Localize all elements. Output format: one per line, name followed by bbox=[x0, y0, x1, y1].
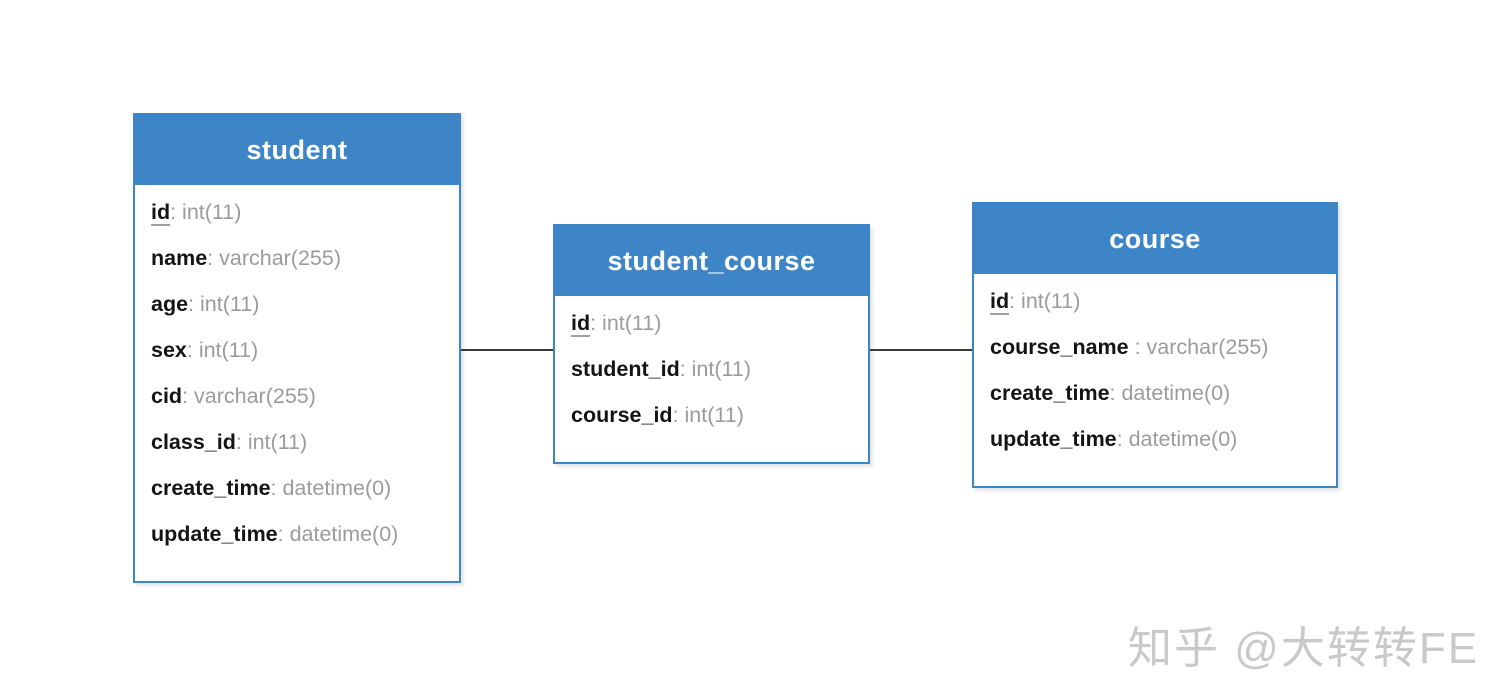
field-type: : int(11) bbox=[235, 430, 308, 454]
field-name: create_time bbox=[151, 476, 271, 500]
field-type: : datetime(0) bbox=[1109, 381, 1231, 405]
field-type: : int(11) bbox=[679, 357, 751, 381]
watermark: 知乎 @大转转FE bbox=[1128, 624, 1480, 673]
field-name: cid bbox=[151, 384, 183, 408]
field-type: : varchar(255) bbox=[182, 384, 316, 408]
field-name: update_time bbox=[990, 427, 1117, 451]
field-name: name bbox=[151, 246, 208, 270]
table-course[interactable]: course id: int(11) course_name : varchar… bbox=[972, 202, 1338, 488]
field-type: : int(11) bbox=[590, 311, 662, 335]
field-row[interactable]: student_id: int(11) bbox=[555, 346, 868, 392]
table-course-body: id: int(11) course_name : varchar(255) c… bbox=[974, 274, 1336, 486]
field-name: create_time bbox=[990, 381, 1110, 405]
field-row[interactable]: create_time: datetime(0) bbox=[135, 465, 459, 511]
table-student-course-body: id: int(11) student_id: int(11) course_i… bbox=[555, 296, 868, 462]
table-student-course-header: student_course bbox=[555, 226, 868, 296]
field-type: : int(11) bbox=[186, 338, 259, 362]
field-row[interactable]: id: int(11) bbox=[974, 278, 1336, 324]
field-row[interactable]: class_id: int(11) bbox=[135, 419, 459, 465]
field-name: course_name bbox=[990, 335, 1129, 359]
field-row[interactable]: id: int(11) bbox=[135, 189, 459, 235]
field-row[interactable]: sex: int(11) bbox=[135, 327, 459, 373]
field-type: : int(11) bbox=[188, 292, 260, 316]
table-student[interactable]: student id: int(11) name: varchar(255) a… bbox=[133, 113, 461, 583]
field-type: : datetime(0) bbox=[270, 476, 392, 500]
field-name: sex bbox=[151, 338, 187, 362]
field-row[interactable]: course_name : varchar(255) bbox=[974, 324, 1336, 370]
field-name: id bbox=[571, 311, 591, 335]
field-row[interactable]: id: int(11) bbox=[555, 300, 868, 346]
field-type: : int(11) bbox=[1009, 289, 1081, 313]
field-row[interactable]: create_time: datetime(0) bbox=[974, 370, 1336, 416]
field-type: : datetime(0) bbox=[277, 522, 399, 546]
table-title: course bbox=[1109, 224, 1201, 254]
connector-student-course-to-course bbox=[870, 349, 972, 351]
field-name: class_id bbox=[151, 430, 236, 454]
field-type: : varchar(255) bbox=[207, 246, 342, 270]
field-row[interactable]: course_id: int(11) bbox=[555, 392, 868, 438]
field-name: student_id bbox=[571, 357, 680, 381]
table-title: student_course bbox=[607, 246, 816, 276]
field-type: : varchar(255) bbox=[1128, 335, 1269, 359]
field-row[interactable]: age: int(11) bbox=[135, 281, 459, 327]
field-name: id bbox=[151, 200, 171, 224]
field-type: : datetime(0) bbox=[1116, 427, 1238, 451]
connector-student-to-student-course bbox=[461, 349, 553, 351]
field-name: update_time bbox=[151, 522, 278, 546]
table-student-header: student bbox=[135, 115, 459, 185]
field-row[interactable]: name: varchar(255) bbox=[135, 235, 459, 281]
table-course-header: course bbox=[974, 204, 1336, 274]
field-name: course_id bbox=[571, 403, 673, 427]
field-type: : int(11) bbox=[170, 200, 242, 224]
table-student-course[interactable]: student_course id: int(11) student_id: i… bbox=[553, 224, 870, 464]
field-name: id bbox=[990, 289, 1010, 313]
field-row[interactable]: cid: varchar(255) bbox=[135, 373, 459, 419]
field-row[interactable]: update_time: datetime(0) bbox=[974, 416, 1336, 462]
table-title: student bbox=[246, 135, 348, 165]
field-name: age bbox=[151, 292, 189, 316]
field-type: : int(11) bbox=[672, 403, 744, 427]
field-row[interactable]: update_time: datetime(0) bbox=[135, 511, 459, 557]
table-student-body: id: int(11) name: varchar(255) age: int(… bbox=[135, 185, 459, 581]
